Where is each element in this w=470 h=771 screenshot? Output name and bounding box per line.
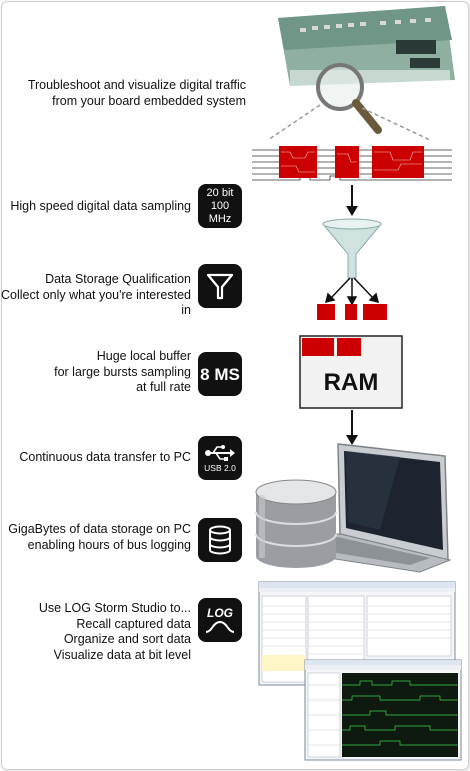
row-5-text: Continuous data transfer to PC bbox=[19, 450, 191, 466]
log-icon: LOG bbox=[205, 606, 235, 633]
log-badge: LOG bbox=[198, 598, 242, 642]
row-4-line-2: for large bursts sampling bbox=[54, 364, 191, 379]
funnel-icon bbox=[206, 273, 234, 300]
database-icon bbox=[209, 525, 231, 555]
row-1-line-1: Troubleshoot and visualize digital traff… bbox=[27, 78, 246, 92]
log-badge-label: LOG bbox=[207, 606, 233, 620]
row-6-text: GigaBytes of data storage on PC enabling… bbox=[8, 522, 191, 553]
database-badge bbox=[198, 518, 242, 562]
funnel-badge bbox=[198, 264, 242, 308]
buffer-badge-label: 8 MS bbox=[200, 364, 240, 384]
sampling-badge-line-2: 100 MHz bbox=[208, 199, 232, 225]
usb-badge-label: USB 2.0 bbox=[204, 463, 236, 473]
row-3-line-1: Data Storage Qualification bbox=[45, 272, 191, 286]
row-7-line-3: Organize and sort data bbox=[63, 632, 191, 646]
row-3-line-2: Collect only what you're interested in bbox=[1, 287, 191, 318]
row-2-line-1: High speed digital data sampling bbox=[10, 199, 191, 213]
row-7-line-4: Visualize data at bit level bbox=[53, 647, 191, 662]
row-7-line-1: Use LOG Storm Studio to... bbox=[38, 601, 191, 615]
buffer-badge: 8 MS bbox=[198, 352, 242, 396]
row-6-line-1: GigaBytes of data storage on PC bbox=[8, 522, 191, 536]
sampling-badge-line-1: 20 bit bbox=[206, 186, 234, 199]
row-7-text: Use LOG Storm Studio to... Recall captur… bbox=[39, 601, 191, 663]
row-4-line-3: at full rate bbox=[136, 380, 191, 394]
row-1-text: Troubleshoot and visualize digital traff… bbox=[28, 78, 246, 109]
row-5-line-1: Continuous data transfer to PC bbox=[19, 450, 191, 464]
row-2-text: High speed digital data sampling bbox=[10, 199, 191, 215]
row-3-text: Data Storage Qualification Collect only … bbox=[0, 272, 191, 319]
row-7-line-2: Recall captured data bbox=[76, 616, 191, 631]
row-6-line-2: enabling hours of bus logging bbox=[27, 537, 191, 552]
row-4-line-1: Huge local buffer bbox=[96, 349, 191, 363]
sampling-badge: 20 bit 100 MHz bbox=[198, 184, 242, 228]
usb-icon bbox=[205, 445, 235, 461]
row-1-line-2: from your board embedded system bbox=[52, 93, 246, 108]
row-4-text: Huge local buffer for large bursts sampl… bbox=[54, 349, 191, 396]
usb-badge: USB 2.0 bbox=[198, 436, 242, 480]
